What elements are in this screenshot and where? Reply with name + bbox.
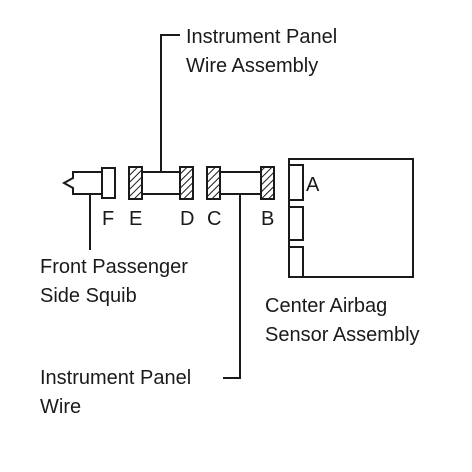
sensor-connector-slot-a: [288, 164, 304, 201]
connector-label-e: E: [129, 208, 142, 230]
leader-instrument-panel-wire: [223, 194, 241, 379]
connector-c: [206, 166, 221, 200]
label-center-airbag-sensor-assembly-line1: Center Airbag: [265, 295, 387, 317]
connector-f: [101, 167, 116, 199]
label-instrument-panel-wire-line2: Wire: [40, 396, 81, 418]
label-front-passenger-side-squib-line1: Front Passenger: [40, 256, 188, 278]
connector-d: [179, 166, 194, 200]
sensor-connector-slot-3: [288, 246, 304, 278]
connector-label-a: A: [306, 174, 320, 196]
label-center-airbag-sensor-assembly-line2: Sensor Assembly: [265, 324, 420, 346]
label-instrument-panel-wire-line1: Instrument Panel: [40, 367, 191, 389]
connector-b: [260, 166, 275, 200]
sensor-connector-slot-2: [288, 206, 304, 241]
label-front-passenger-side-squib-line2: Side Squib: [40, 285, 137, 307]
label-instrument-panel-wire-assembly-line1: Instrument Panel: [186, 26, 337, 48]
connector-label-d: D: [180, 208, 194, 230]
center-airbag-sensor-box: [288, 158, 414, 278]
label-instrument-panel-wire-assembly-line2: Wire Assembly: [186, 55, 318, 77]
leader-instrument-panel-wire-assembly: [160, 34, 180, 172]
squib-plug: [61, 171, 103, 195]
instrument-panel-wire-harness: [219, 171, 262, 195]
instrument-panel-wire-assembly-harness: [141, 171, 181, 195]
connector-label-b: B: [261, 208, 274, 230]
connector-label-c: C: [207, 208, 221, 230]
connector-e: [128, 166, 143, 200]
connector-label-f: F: [102, 208, 114, 230]
